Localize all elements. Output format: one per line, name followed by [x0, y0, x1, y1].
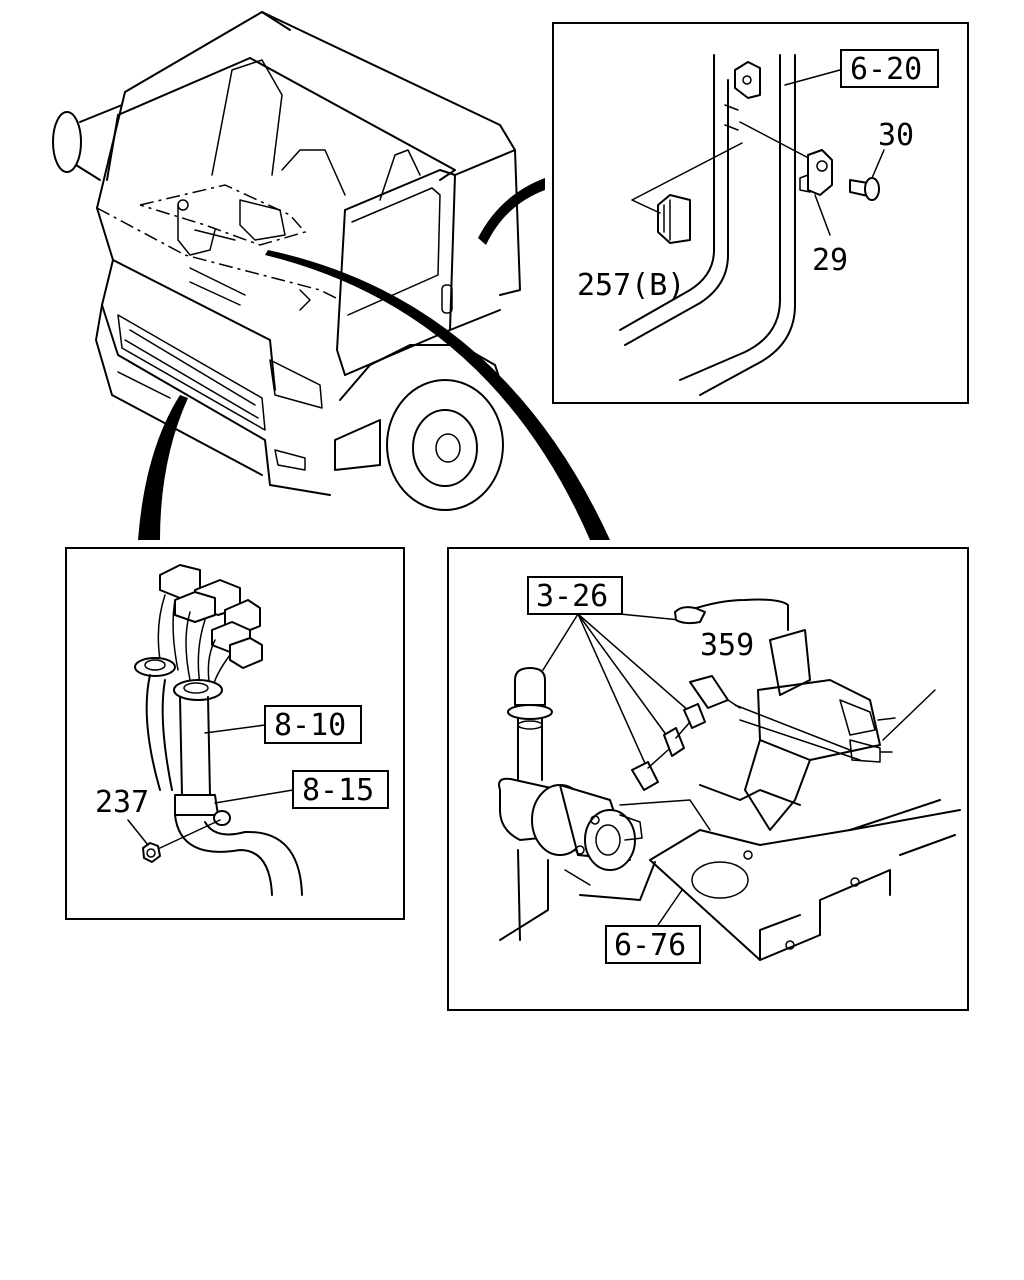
ref-label-6-76: 6-76	[614, 928, 686, 963]
ref-box-8-10	[264, 705, 362, 744]
part-label-29: 29	[812, 243, 848, 278]
ref-label-8-15: 8-15	[302, 773, 374, 808]
part-label-257b: 257(B)	[577, 268, 685, 303]
detail-box-door-switch	[552, 22, 969, 404]
part-label-359: 359	[700, 628, 754, 663]
ref-label-6-20: 6-20	[850, 52, 922, 87]
ref-label-3-26: 3-26	[536, 579, 608, 614]
callout-arc-bottom-right	[265, 250, 610, 540]
part-label-30: 30	[878, 118, 914, 153]
callout-arc-left	[138, 395, 188, 540]
truck-cab-illustration	[52, 11, 521, 511]
washer-pump-drawing	[498, 598, 961, 961]
ref-box-3-26	[527, 576, 623, 615]
harness-drawing	[127, 564, 303, 896]
part-label-237: 237	[95, 785, 149, 820]
detail-box-washer-pump	[447, 547, 969, 1011]
ref-box-6-20	[840, 49, 939, 88]
ref-box-6-76	[605, 925, 701, 964]
ref-label-8-10: 8-10	[274, 708, 346, 743]
door-frame-drawing	[619, 54, 885, 396]
ref-box-8-15	[292, 770, 389, 809]
callout-arc-top-right	[478, 178, 545, 245]
detail-box-harness	[65, 547, 405, 920]
